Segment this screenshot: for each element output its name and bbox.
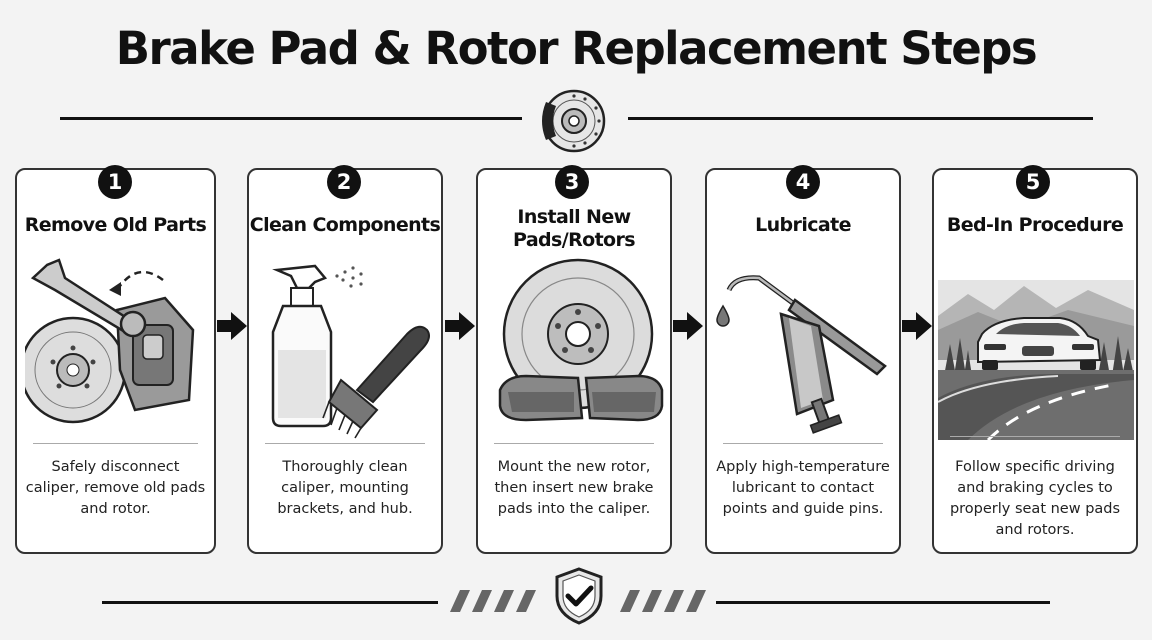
step-number-3: 3 <box>555 165 589 199</box>
step-divider-1 <box>33 443 198 444</box>
top-rule-left <box>60 117 522 120</box>
page-title: Brake Pad & Rotor Replacement Steps <box>0 22 1152 75</box>
arrow-right-icon <box>671 309 705 343</box>
step-divider-4 <box>723 443 883 444</box>
rotor-pads-icon <box>486 250 666 440</box>
arrow-right-icon <box>443 309 477 343</box>
step-description-2: Thoroughly clean caliper, mounting brack… <box>255 457 435 520</box>
shield-check-icon <box>553 566 605 626</box>
step-card-4: Lubricate Apply high-temperature lubrica… <box>705 168 901 554</box>
step-divider-2 <box>265 443 425 444</box>
step-description-5: Follow specific driving and braking cycl… <box>940 457 1130 541</box>
step-title-5: Bed-In Procedure <box>934 214 1136 237</box>
car-road-icon <box>938 280 1134 440</box>
step-card-1: Remove Old Parts Safely disconnect calip… <box>15 168 216 554</box>
brake-disc-icon <box>536 88 612 154</box>
step-divider-5 <box>950 436 1120 437</box>
top-rule-right <box>628 117 1093 120</box>
wrench-caliper-icon <box>25 250 205 440</box>
arrow-right-icon <box>215 309 249 343</box>
step-number-1: 1 <box>98 165 132 199</box>
step-title-1: Remove Old Parts <box>17 214 214 237</box>
step-title-2: Clean Components <box>249 214 441 237</box>
step-card-2: Clean Components Thoroughly clean calipe… <box>247 168 443 554</box>
grease-gun-icon <box>715 250 895 440</box>
arrow-right-icon <box>900 309 934 343</box>
step-divider-3 <box>494 443 654 444</box>
step-card-3: Install New Pads/Rotors Mount the new ro… <box>476 168 672 554</box>
step-description-4: Apply high-temperature lubricant to cont… <box>713 457 893 520</box>
bottom-rule-right <box>716 601 1050 604</box>
step-card-5: Bed-In Procedure Follow specific driving… <box>932 168 1138 554</box>
step-number-2: 2 <box>327 165 361 199</box>
spray-bottle-brush-icon <box>257 250 437 440</box>
step-title-3: Install New Pads/Rotors <box>478 206 670 252</box>
step-title-4: Lubricate <box>707 214 899 237</box>
step-description-1: Safely disconnect caliper, remove old pa… <box>23 457 208 520</box>
chevron-stripes-left-icon <box>450 590 540 612</box>
step-description-3: Mount the new rotor, then insert new bra… <box>484 457 664 520</box>
chevron-stripes-right-icon <box>620 590 710 612</box>
step-number-4: 4 <box>786 165 820 199</box>
bottom-rule-left <box>102 601 438 604</box>
step-number-5: 5 <box>1016 165 1050 199</box>
